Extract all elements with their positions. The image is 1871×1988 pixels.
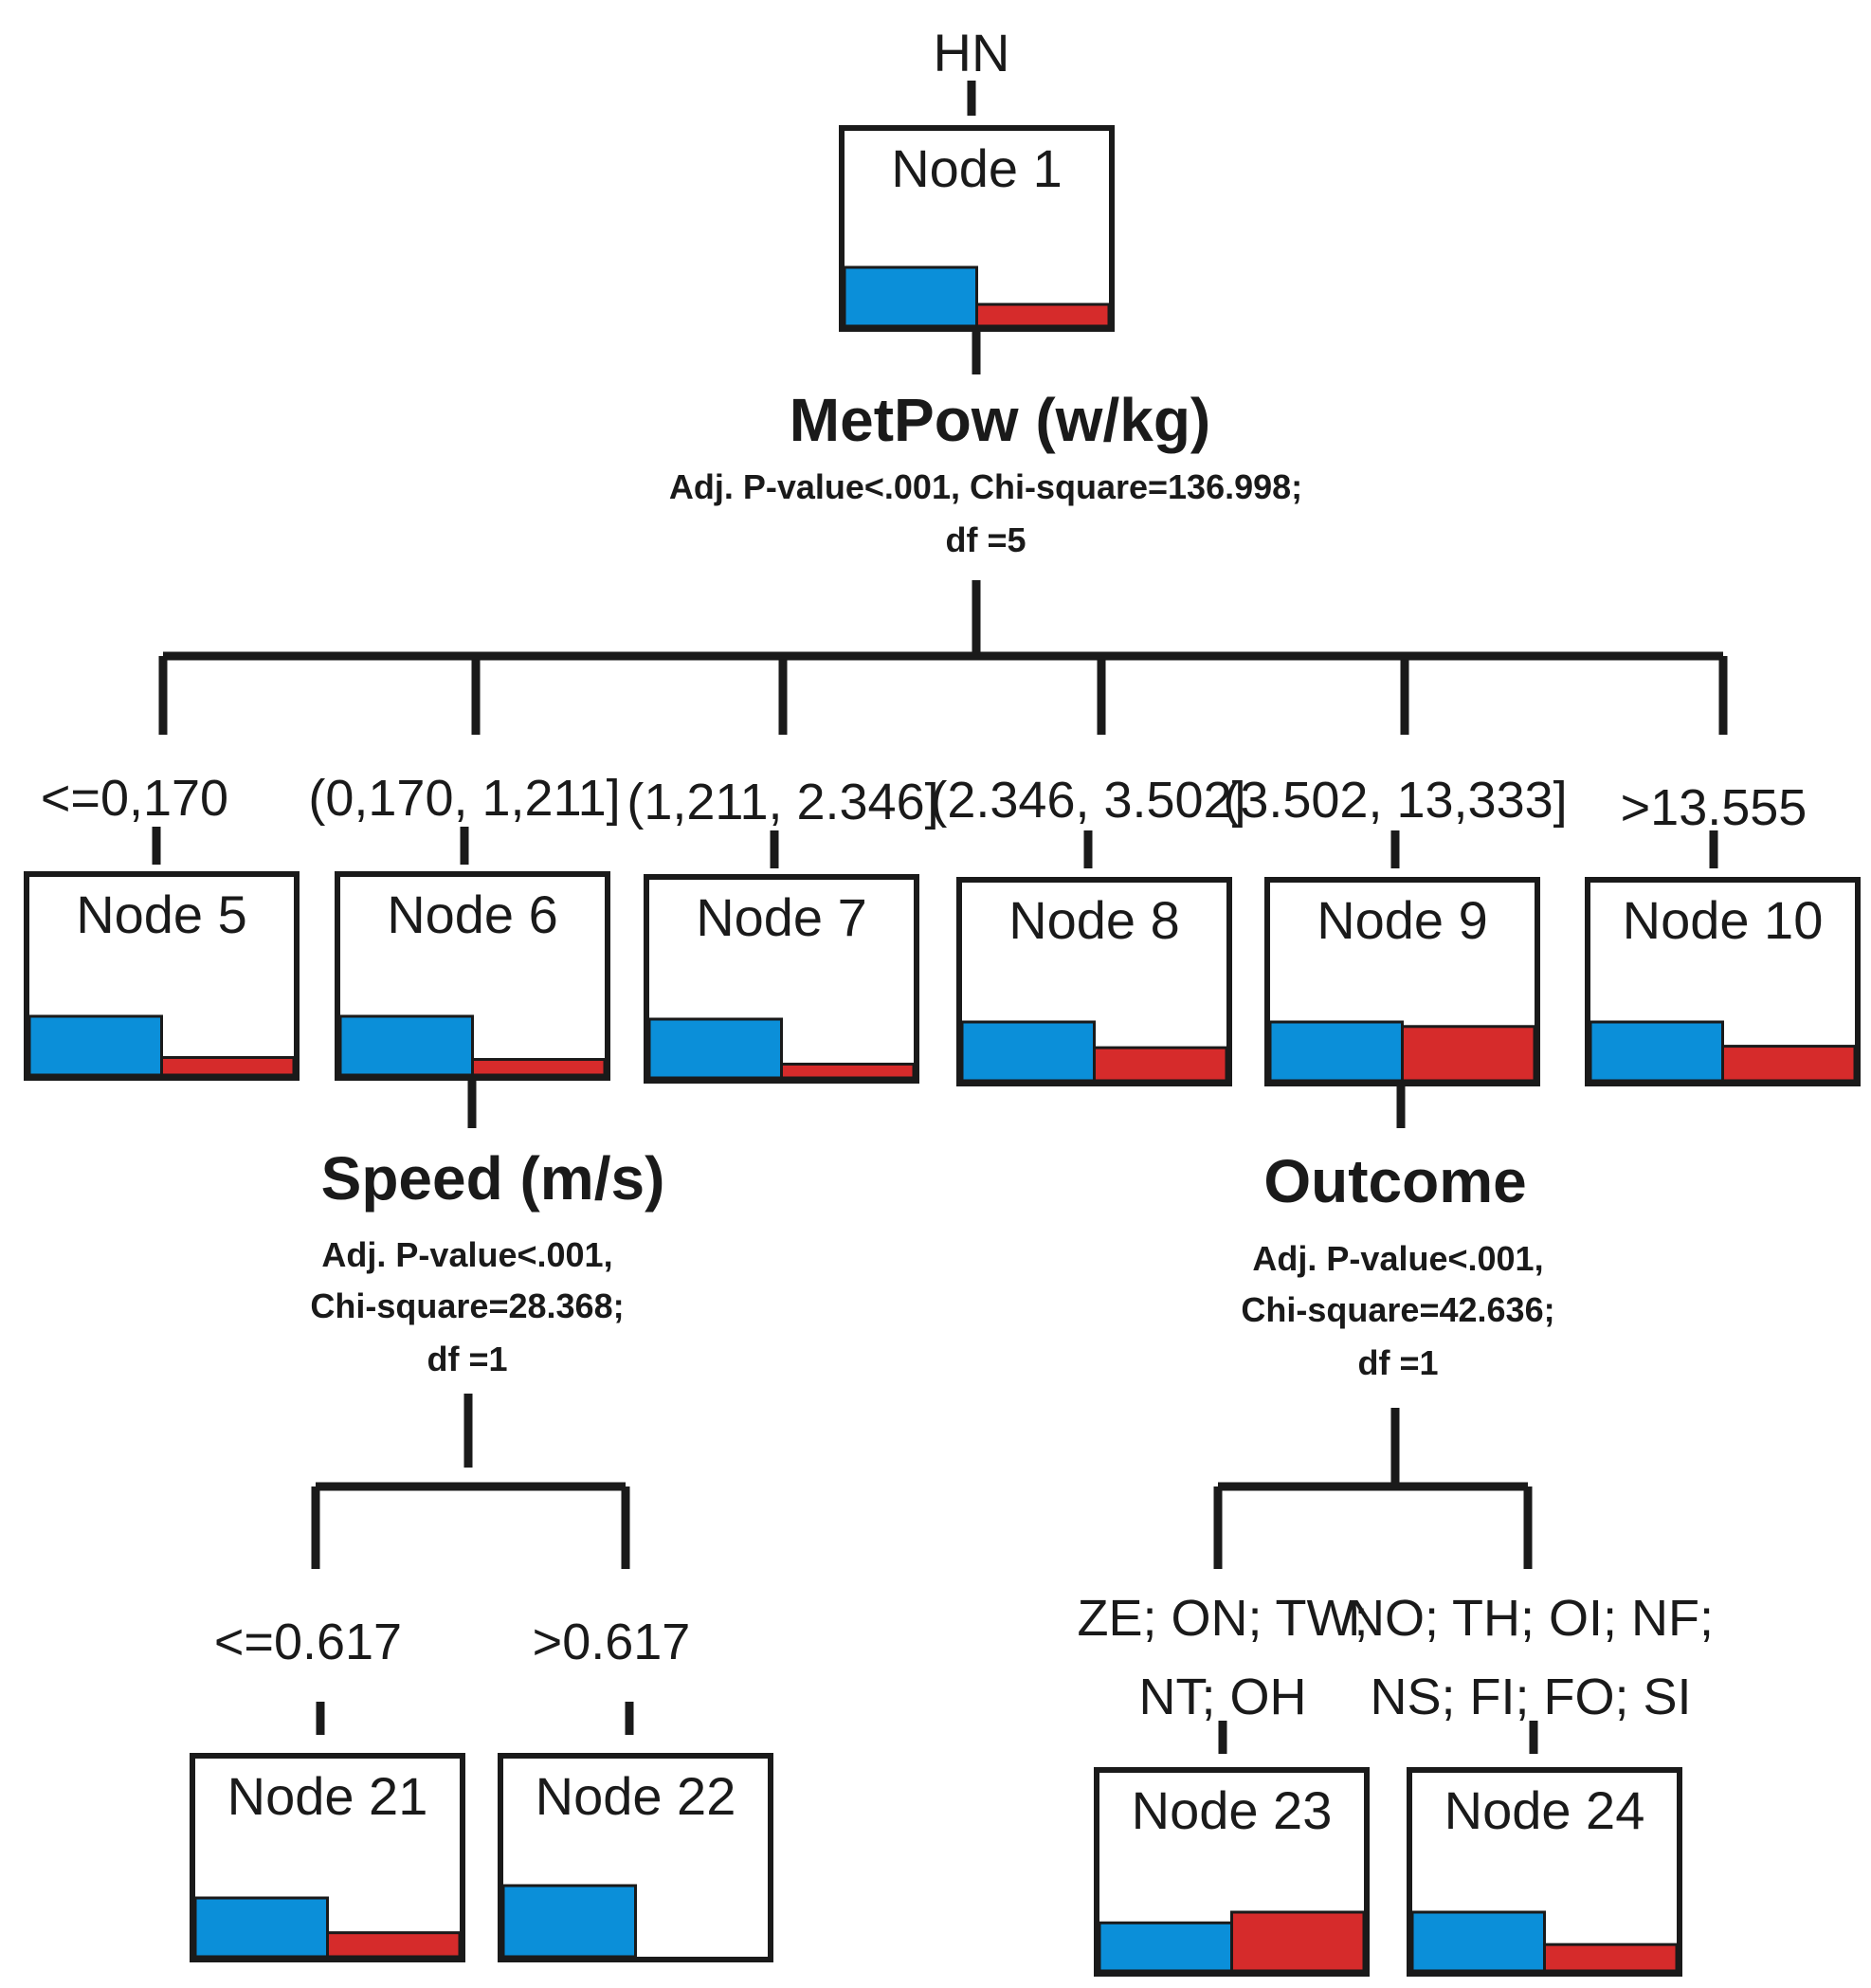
category-1-bar: [501, 1884, 637, 1959]
node-8: Node 8: [956, 877, 1232, 1086]
branch-label-node6: (0,170, 1,211]: [308, 770, 620, 827]
split-variable-metpow: MetPow (w/kg): [790, 386, 1210, 454]
node-title: Node 9: [1317, 890, 1488, 950]
category-2-bar: [1721, 1045, 1857, 1083]
category-2-bar: [326, 1931, 462, 1959]
split-stats-speed-line1: Adj. P-value<.001,: [321, 1235, 612, 1274]
category-2-bar: [780, 1062, 916, 1080]
node-5: Node 5: [24, 871, 300, 1081]
node-title: Node 1: [891, 138, 1063, 198]
branch-label-node23-line1: ZE; ON; TW;: [1077, 1590, 1368, 1647]
node-23: Node 23: [1094, 1767, 1370, 1977]
node-title: Node 7: [696, 887, 867, 947]
category-2-bar: [160, 1055, 296, 1077]
node-10: Node 10: [1585, 877, 1861, 1086]
node-6: Node 6: [335, 871, 610, 1081]
branch-label-node7: (1,211, 2.346]: [627, 774, 938, 830]
split-variable-speed: Speed (m/s): [321, 1144, 665, 1213]
category-1-bar: [1268, 1020, 1404, 1083]
node-21: Node 21: [190, 1753, 465, 1962]
category-1-bar: [193, 1896, 329, 1959]
split-stats-outcome-line2: Chi-square=42.636;: [1241, 1290, 1554, 1329]
category-1-bar: [338, 1014, 474, 1077]
branch-label-node23-line2: NT; OH: [1138, 1669, 1306, 1725]
node-22: Node 22: [498, 1753, 773, 1962]
category-1-bar: [960, 1020, 1096, 1083]
split-stats-metpow-line1: Adj. P-value<.001, Chi-square=136.998;: [669, 467, 1302, 506]
branch-labels: <=0,170 (0,170, 1,211] (1,211, 2.346] (2…: [41, 770, 1807, 1725]
node-title: Node 8: [1008, 890, 1180, 950]
root-label: HN: [934, 23, 1010, 82]
branch-label-node5: <=0,170: [41, 770, 228, 827]
category-1-bar: [843, 265, 978, 328]
split-stats-speed-line2: Chi-square=28.368;: [310, 1286, 624, 1325]
tree-connectors: [152, 81, 1728, 1754]
split-stats-outcome-line3: df =1: [1357, 1343, 1438, 1382]
node-7: Node 7: [644, 874, 919, 1084]
branch-label-node10: >13.555: [1621, 779, 1807, 836]
branch-label-node9: (3.502, 13,333]: [1223, 772, 1567, 829]
category-2-bar: [1093, 1046, 1228, 1083]
category-2-bar: [1543, 1942, 1679, 1973]
node-9: Node 9: [1264, 877, 1540, 1086]
node-title: Node 23: [1132, 1780, 1333, 1840]
category-1-bar: [647, 1017, 783, 1080]
node-title: Node 24: [1444, 1780, 1645, 1840]
split-speed: Speed (m/s) Adj. P-value<.001, Chi-squar…: [310, 1144, 664, 1378]
branch-label-node24-line2: NS; FI; FO; SI: [1370, 1669, 1691, 1725]
category-2-bar: [1401, 1025, 1536, 1083]
node-24: Node 24: [1407, 1767, 1682, 1977]
node-1: Node 1: [839, 125, 1115, 332]
category-1-bar: [1098, 1921, 1233, 1973]
category-2-bar: [1230, 1910, 1366, 1973]
branch-label-node24-line1: NO; TH; OI; NF;: [1348, 1590, 1714, 1647]
category-1-bar: [1589, 1020, 1724, 1083]
category-2-bar: [975, 302, 1111, 328]
branch-label-node22: >0.617: [533, 1614, 691, 1670]
split-outcome: Outcome Adj. P-value<.001, Chi-square=42…: [1241, 1147, 1554, 1382]
split-stats-outcome-line1: Adj. P-value<.001,: [1252, 1239, 1543, 1278]
split-variable-outcome: Outcome: [1263, 1147, 1526, 1215]
split-stats-metpow-line2: df =5: [945, 520, 1026, 559]
node-boxes: Node 1 Node 5 Node 6 Node 7 Node 8 Node 9 Node…: [24, 125, 1861, 1977]
node-title: Node 22: [536, 1766, 736, 1826]
node-title: Node 5: [76, 885, 247, 944]
node-title: Node 21: [227, 1766, 428, 1826]
branch-label-node21: <=0.617: [214, 1614, 402, 1670]
category-2-bar: [471, 1058, 607, 1077]
split-stats-speed-line3: df =1: [427, 1340, 507, 1378]
node-title: Node 10: [1623, 890, 1824, 950]
category-1-bar: [1410, 1910, 1546, 1973]
node-title: Node 6: [387, 885, 558, 944]
branch-label-node8: (2.346, 3.502]: [930, 772, 1245, 829]
category-1-bar: [27, 1014, 163, 1077]
split-metpow: MetPow (w/kg) Adj. P-value<.001, Chi-squ…: [669, 386, 1302, 559]
